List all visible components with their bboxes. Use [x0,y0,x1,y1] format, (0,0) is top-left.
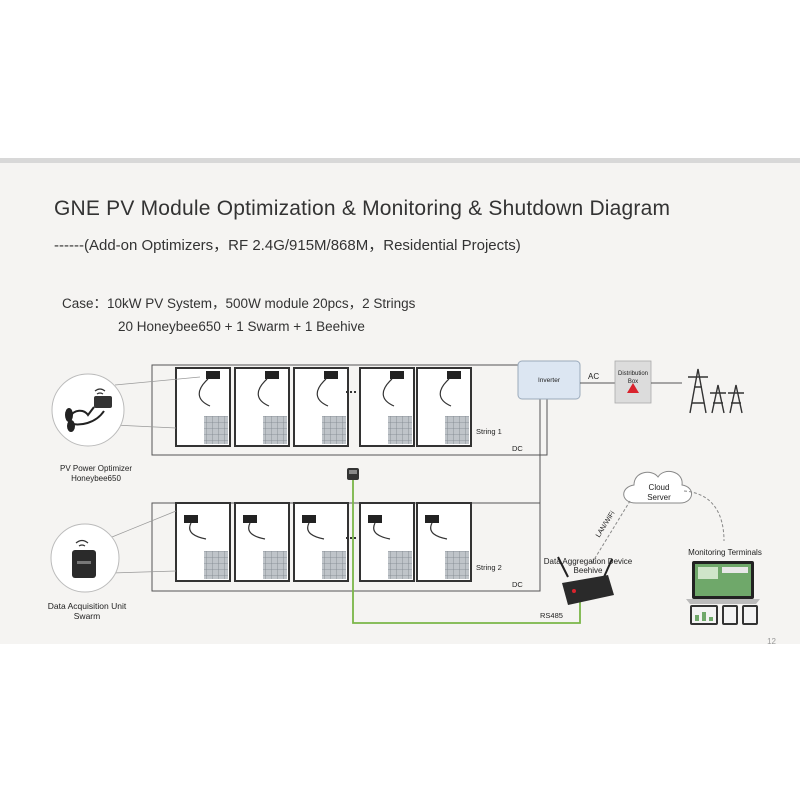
phone-icon [722,605,738,625]
daq-callout [50,523,120,593]
distribution-box-label-1: Distribution [617,371,648,377]
page-subtitle: ------(Add-on Optimizers，RF 2.4G/915M/86… [54,237,521,254]
panel-row-2 [175,502,472,582]
phone-icon [742,605,758,625]
pv-module [293,367,349,447]
wifi-icon [94,388,106,395]
case-line-2: 20 Honeybee650 + 1 Swarm + 1 Beehive [118,319,365,334]
optimizer-callout [51,373,125,447]
cloud-monitor-link [683,490,725,542]
case-line-1: Case：10kW PV System，500W module 20pcs，2 … [62,296,416,311]
system-diagram [50,360,760,625]
slide: GNE PV Module Optimization & Monitoring … [0,158,800,646]
daq-label: Data Acquisition Unit [47,601,127,611]
optimizer-model-label: Honeybee650 [71,474,121,483]
distribution-box [614,360,652,404]
pv-module [359,367,415,447]
monitoring-label: Monitoring Terminals [688,548,762,557]
callout-lines [111,376,201,574]
optimizer-device-icon [94,396,112,408]
page-number: 12 [767,637,776,646]
dc-1-label: DC [512,444,523,453]
ac-label: AC [588,372,600,381]
pv-module [416,502,472,582]
wifi-icon [75,539,89,547]
power-tower-icon [688,368,744,414]
ellipsis-dots [346,537,356,539]
aggregator-label: Data Aggregation Device [543,557,633,566]
pv-module [175,367,231,447]
rs485-wire [352,480,581,624]
pv-module [234,367,290,447]
beehive-device-icon [557,556,614,605]
laptop-icon [686,561,760,604]
string-1-label: String 1 [476,427,502,436]
aggregator-model-label: Beehive [573,566,603,575]
optimizer-label: PV Power Optimizer [59,464,133,473]
string-2-label: String 2 [476,563,502,572]
pv-module [234,502,290,582]
panel-row-1 [175,367,472,447]
inverter [517,360,581,400]
rs485-label: RS485 [540,611,563,620]
lan-wifi-link [591,500,631,564]
cloud-label-2: Server [647,493,671,502]
pv-module [175,502,231,582]
string-1-wiring [151,364,548,456]
dc-2-label: DC [512,580,523,589]
distribution-box-label-2: Box [627,379,639,385]
pv-module [416,367,472,447]
ellipsis-dots [346,391,356,393]
tablet-icon [690,605,718,625]
page-title: GNE PV Module Optimization & Monitoring … [54,197,671,220]
daq-model-label: Swarm [73,611,101,621]
pv-module [293,502,349,582]
pv-module [359,502,415,582]
inverter-label: Inverter [537,377,561,384]
warning-icon [627,383,639,393]
cloud-label-1: Cloud [648,483,670,492]
